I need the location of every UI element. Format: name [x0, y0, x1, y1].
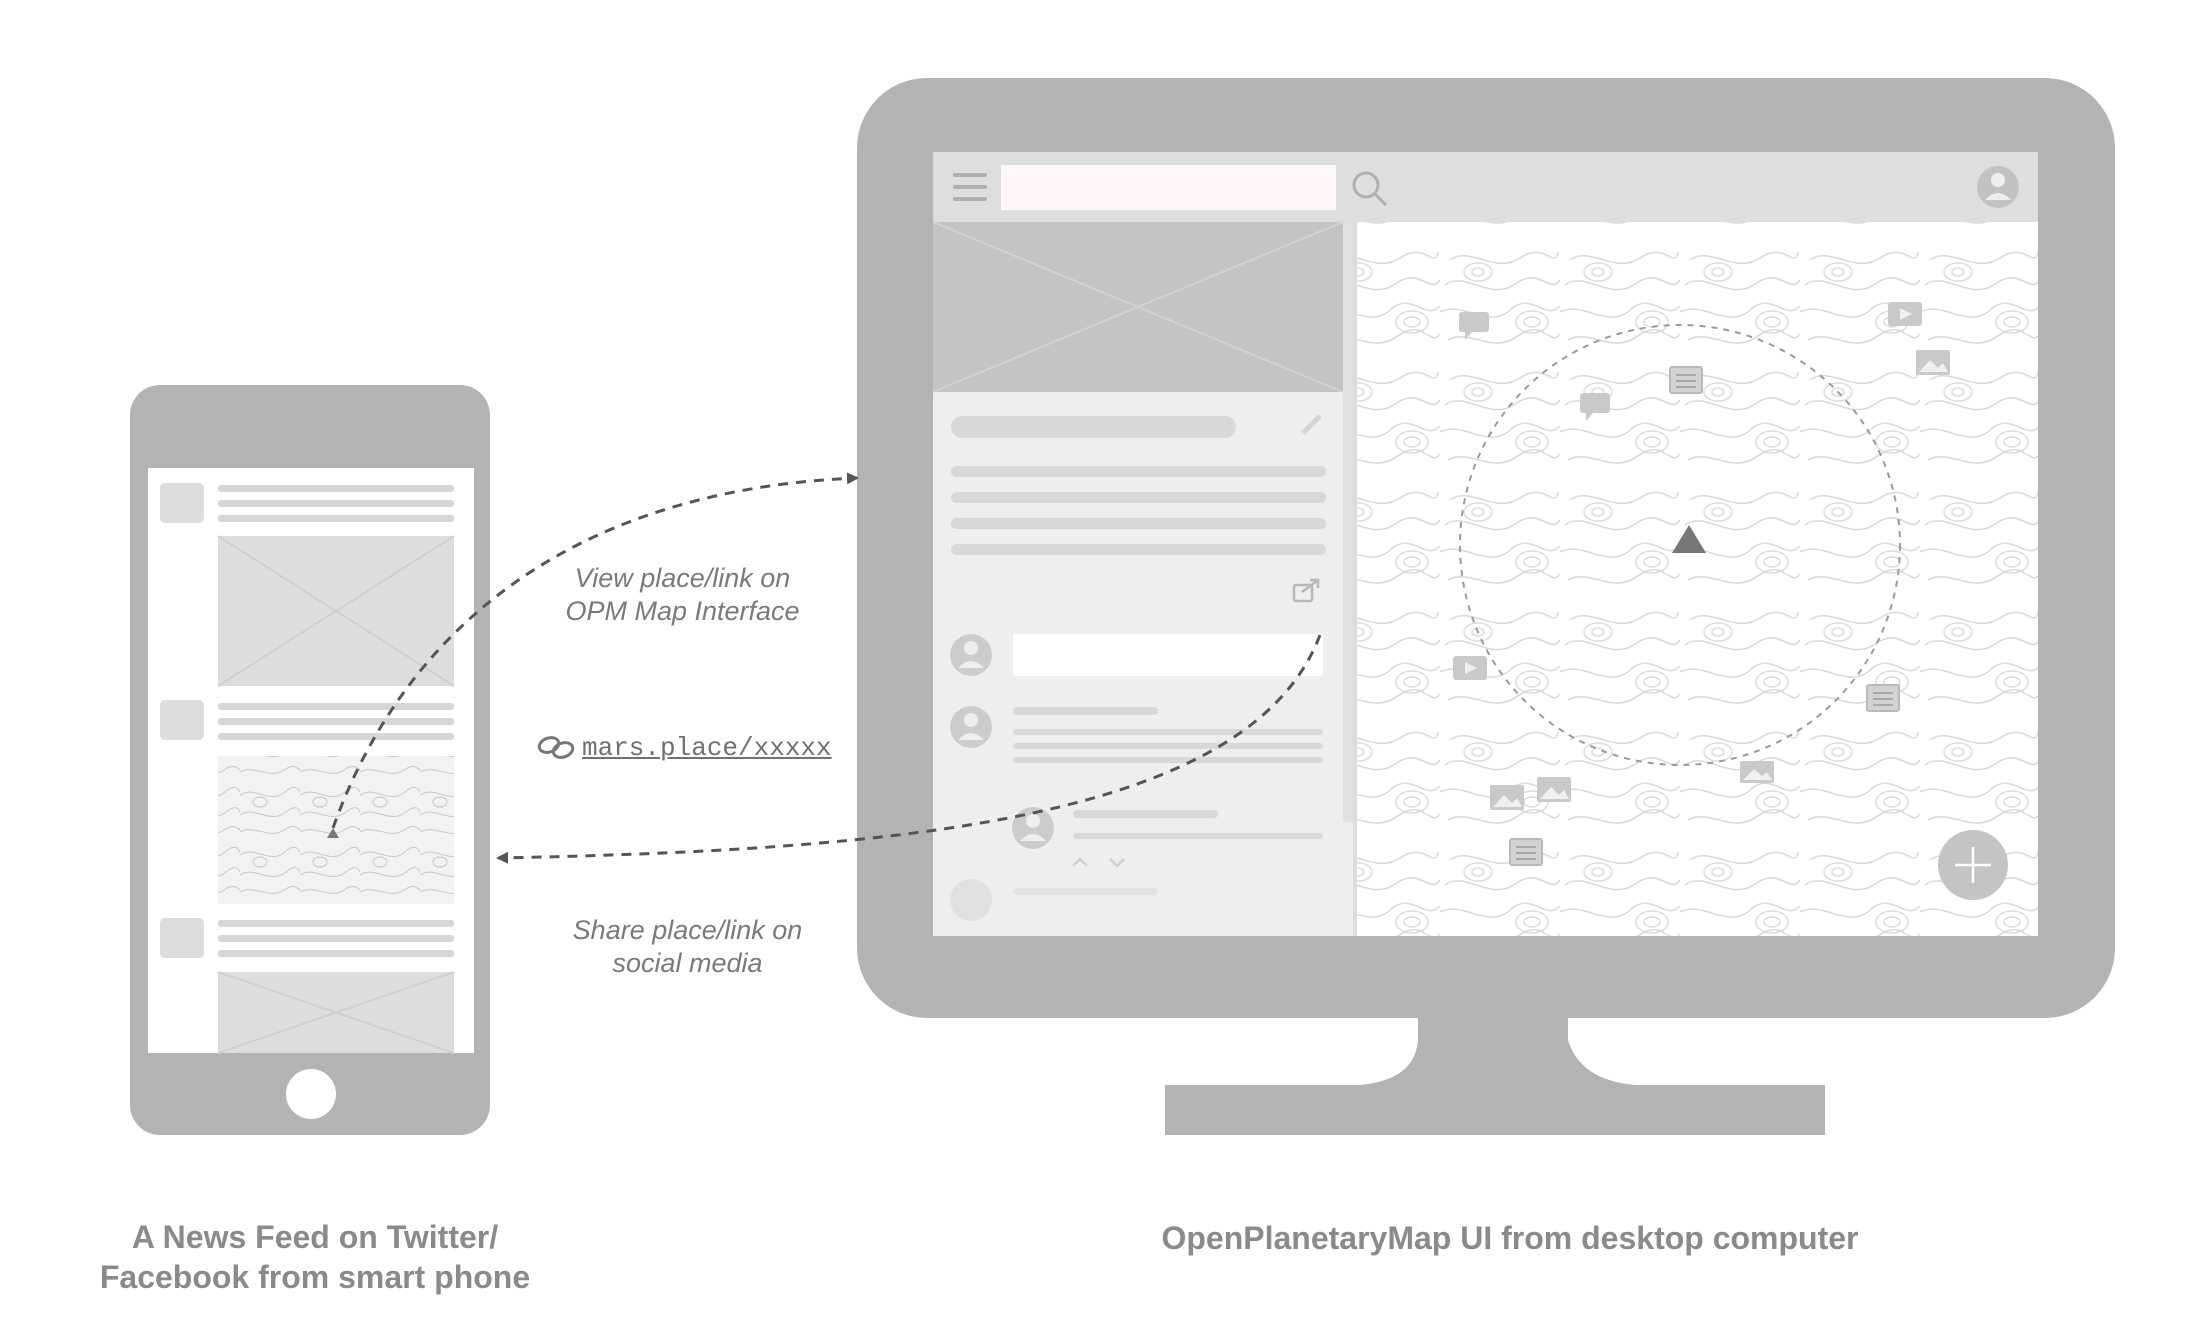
comment-avatar — [950, 634, 992, 676]
feed-post-shared-map[interactable] — [160, 700, 454, 904]
video-marker-icon[interactable] — [1453, 656, 1487, 680]
comment-marker-icon[interactable] — [1580, 393, 1610, 421]
search-icon[interactable] — [1352, 171, 1388, 207]
text-line — [218, 718, 454, 725]
text-line — [1013, 729, 1323, 735]
text-line — [218, 515, 454, 522]
feed-post[interactable] — [160, 483, 455, 687]
text-line — [218, 920, 454, 927]
text-line — [951, 518, 1326, 529]
image-marker-icon[interactable] — [1916, 350, 1950, 375]
share-icon[interactable] — [1292, 578, 1320, 603]
place-title-placeholder — [951, 416, 1236, 438]
share-link-label: Share place/link on social media — [572, 915, 803, 978]
avatar-icon[interactable] — [1977, 166, 2019, 208]
image-placeholder — [217, 535, 455, 687]
phone-caption: A News Feed on Twitter/ Facebook from sm… — [99, 1219, 531, 1295]
search-input[interactable] — [1001, 165, 1336, 210]
hamburger-icon[interactable] — [953, 173, 987, 201]
topographic-map[interactable] — [1357, 222, 2038, 936]
monitor-stand — [1165, 1018, 1825, 1135]
text-line — [951, 544, 1326, 555]
triangle-marker-icon — [327, 828, 339, 838]
image-marker-icon[interactable] — [1537, 777, 1571, 802]
comment-marker-icon[interactable] — [1459, 312, 1489, 340]
text-line — [218, 485, 454, 492]
smartphone — [130, 385, 490, 1135]
text-line — [218, 733, 454, 740]
comment-avatar — [950, 706, 992, 748]
image-placeholder — [217, 971, 455, 1054]
search-radius — [1459, 324, 1901, 766]
text-line — [1013, 888, 1158, 895]
text-line — [1013, 743, 1323, 749]
text-line — [1013, 707, 1158, 715]
text-line — [218, 703, 454, 710]
phone-home-button[interactable] — [286, 1069, 336, 1119]
add-button[interactable] — [1938, 830, 2008, 900]
article-marker-icon[interactable] — [1509, 838, 1543, 866]
map-preview[interactable] — [218, 756, 454, 904]
place-sidebar — [932, 221, 1353, 936]
text-line — [218, 950, 454, 957]
triangle-marker-icon[interactable] — [1672, 525, 1706, 553]
text-line — [951, 492, 1326, 503]
avatar — [160, 918, 204, 958]
image-marker-icon[interactable] — [1490, 785, 1524, 810]
video-marker-icon[interactable] — [1888, 302, 1922, 326]
link-icon — [537, 736, 575, 759]
pencil-icon[interactable] — [1301, 414, 1322, 435]
desktop-monitor — [857, 78, 2115, 1135]
sidebar-scrollbar[interactable] — [1343, 222, 1353, 822]
share-link-arrow — [496, 634, 1322, 864]
place-image-placeholder — [932, 221, 1344, 393]
text-line — [1073, 833, 1323, 839]
avatar — [160, 483, 204, 523]
view-link-label: View place/link on OPM Map Interface — [565, 563, 800, 626]
text-line — [218, 935, 454, 942]
desktop-caption: OpenPlanetaryMap UI from desktop compute… — [1161, 1220, 1859, 1256]
comment-avatar — [1012, 807, 1054, 849]
text-line — [1073, 810, 1218, 818]
text-line — [1013, 757, 1323, 763]
feed-post[interactable] — [160, 918, 455, 1054]
text-line — [218, 500, 454, 507]
text-line — [951, 466, 1326, 477]
article-marker-icon[interactable] — [1669, 366, 1703, 394]
comment-input[interactable] — [1013, 634, 1323, 676]
comment-avatar — [950, 879, 992, 921]
avatar — [160, 700, 204, 740]
article-marker-icon[interactable] — [1866, 684, 1900, 712]
image-marker-icon[interactable] — [1740, 761, 1774, 783]
place-link-url[interactable]: mars.place/xxxxx — [582, 733, 832, 763]
vote-icon[interactable] — [1072, 857, 1125, 868]
